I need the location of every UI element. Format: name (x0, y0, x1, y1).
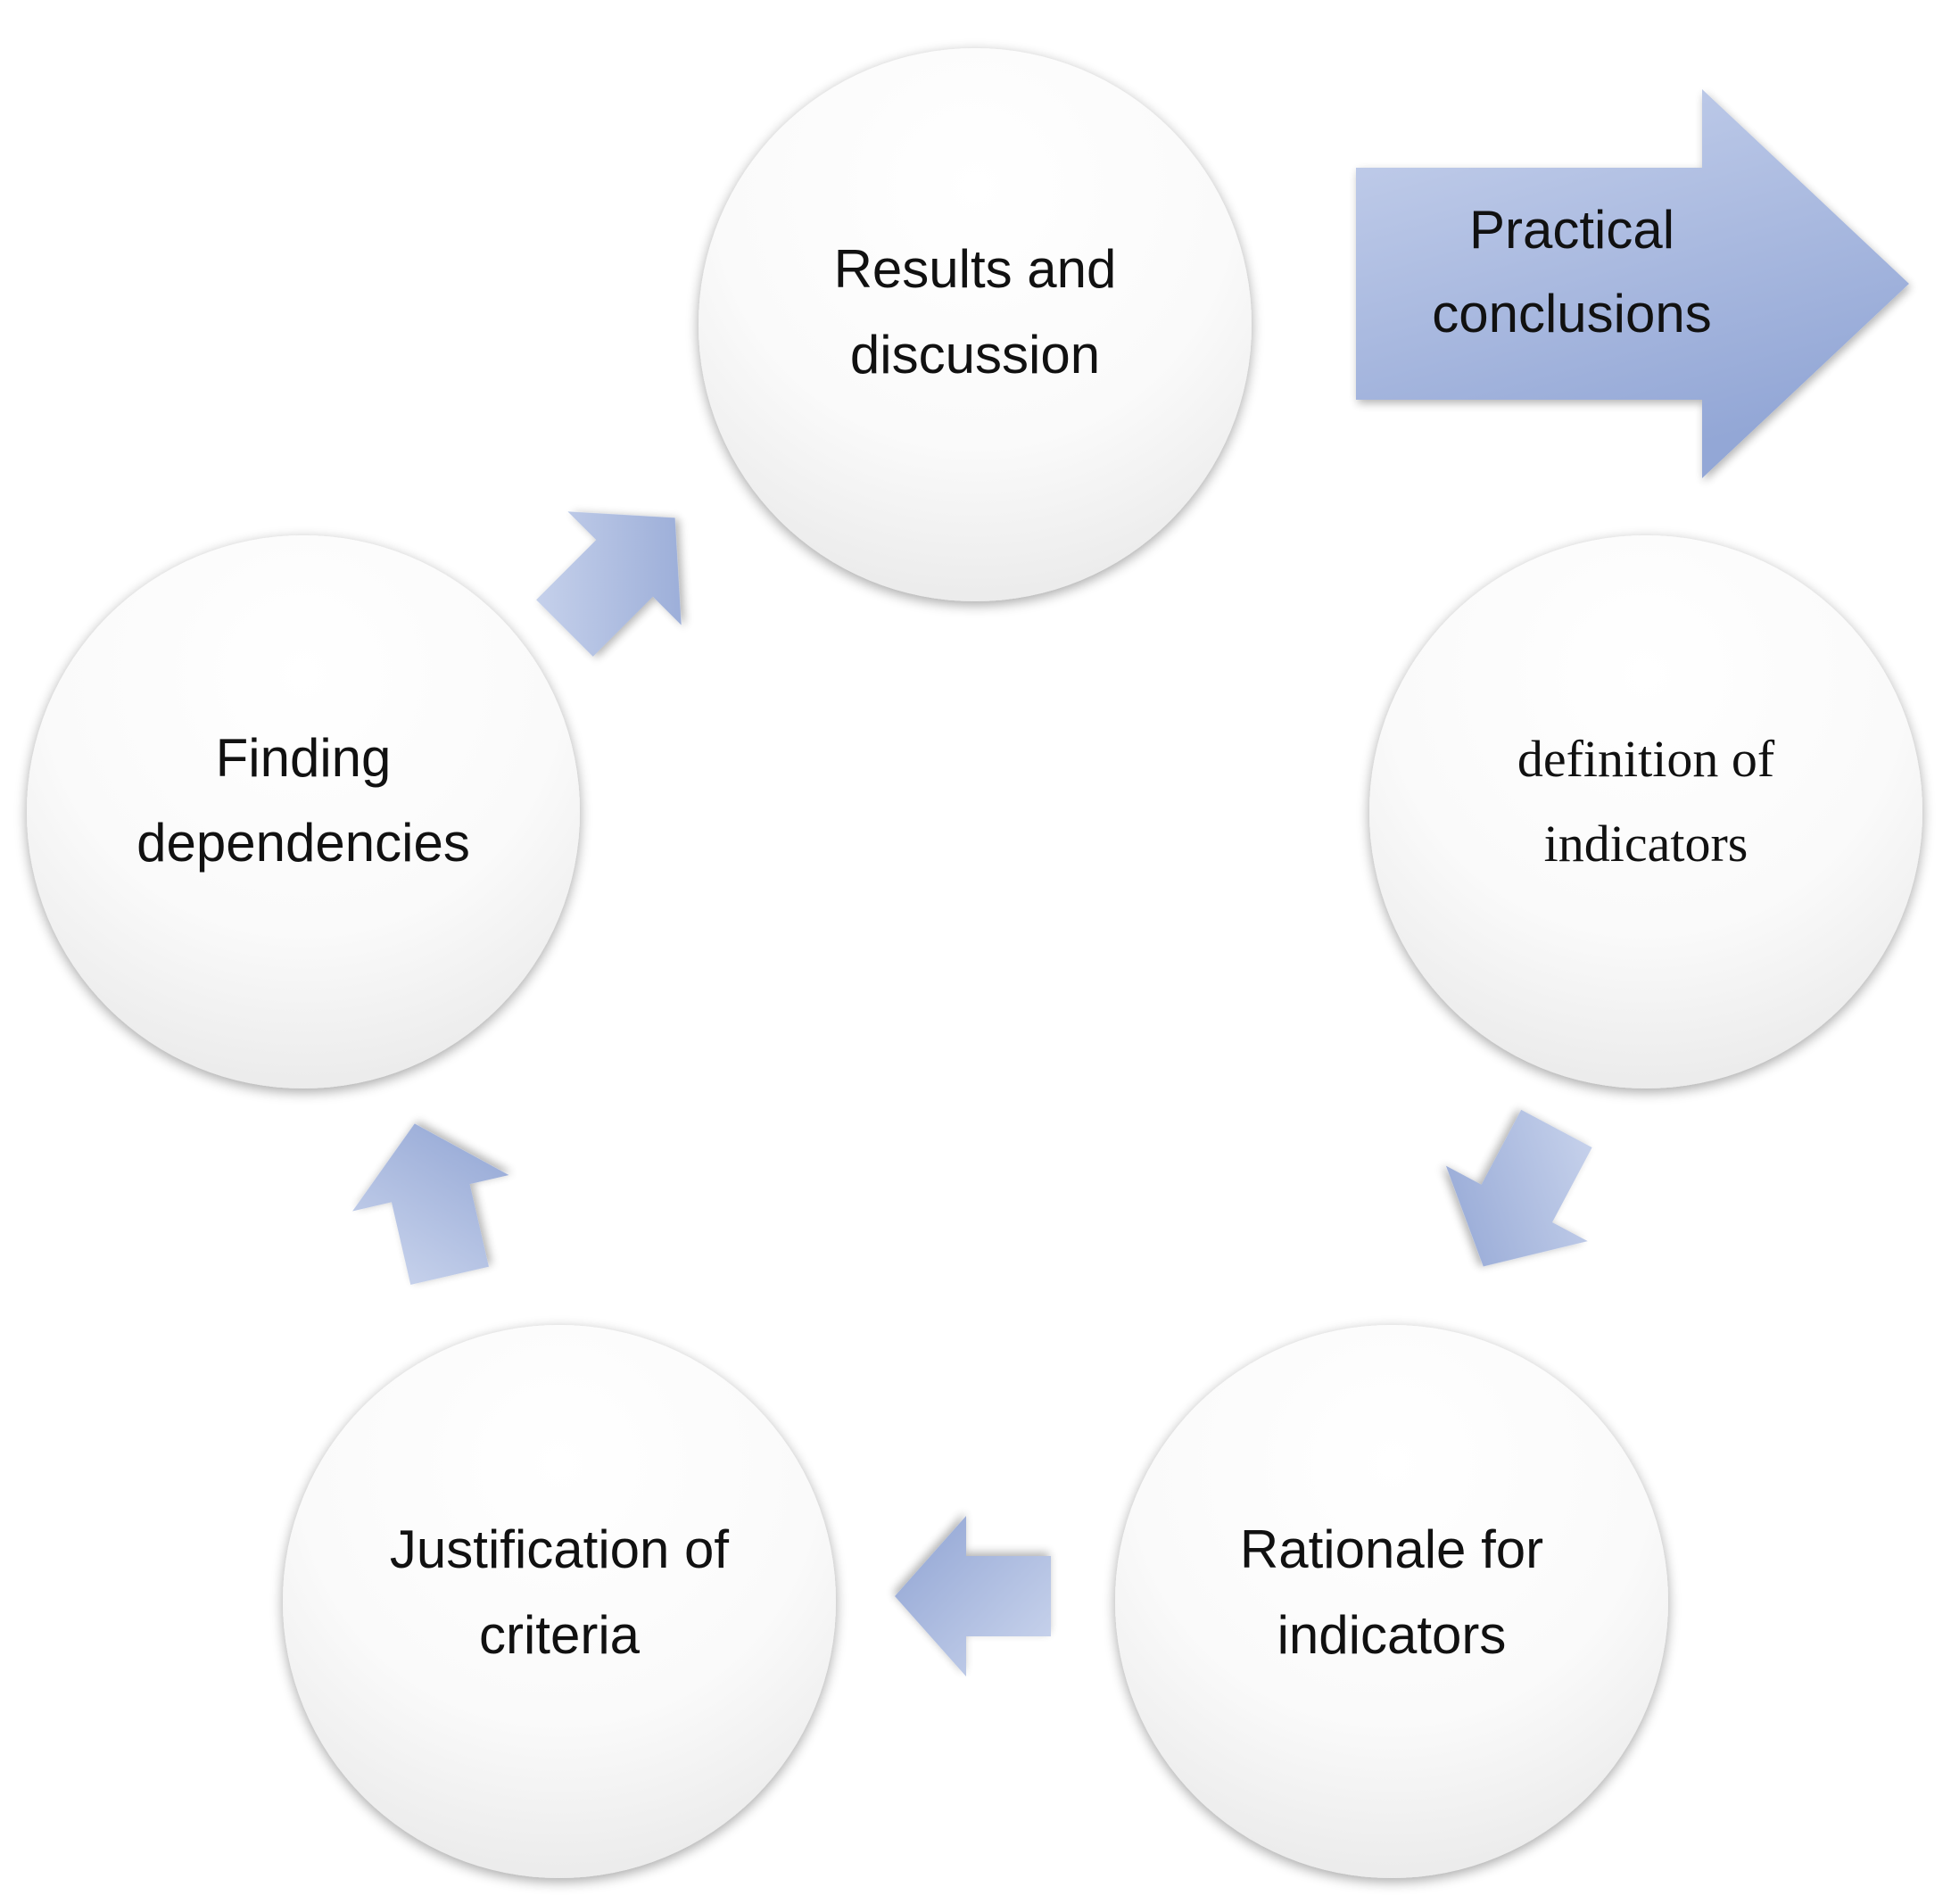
connector-rationale-to-justification (895, 1516, 1051, 1676)
node-rationale-label-line-2: indicators (1277, 1605, 1507, 1665)
output-arrow-icon (1356, 89, 1909, 478)
output-label-line-2: conclusions (1432, 284, 1712, 344)
output-label-line-1: Practical (1469, 200, 1674, 260)
node-justification-label-line-1: Justification of (390, 1519, 730, 1579)
node-definition: definition of indicators (1369, 535, 1922, 1089)
connector-justification-to-finding (352, 1123, 509, 1285)
node-finding-label-line-1: Finding (216, 728, 392, 788)
node-rationale-label-line-1: Rationale for (1240, 1519, 1543, 1579)
arrow-icon (1445, 1109, 1592, 1267)
node-results-label-line-2: discussion (850, 325, 1100, 385)
arrow-icon (352, 1123, 509, 1285)
node-finding-label-line-2: dependencies (136, 813, 470, 873)
arrow-icon (895, 1516, 1051, 1676)
connector-definition-to-rationale (1445, 1109, 1592, 1267)
connector-finding-to-results (536, 511, 682, 657)
output-arrow: Practical conclusions (1356, 89, 1909, 478)
arrow-icon (536, 511, 682, 657)
node-results: Results and discussion (699, 48, 1252, 601)
node-definition-label-line-2: indicators (1544, 815, 1748, 873)
node-results-label-line-1: Results and (834, 239, 1117, 299)
node-definition-label-line-1: definition of (1517, 730, 1775, 788)
node-finding: Finding dependencies (27, 535, 580, 1089)
node-justification-label-line-2: criteria (479, 1605, 641, 1665)
node-justification: Justification of criteria (283, 1325, 836, 1878)
node-rationale: Rationale for indicators (1115, 1325, 1668, 1878)
